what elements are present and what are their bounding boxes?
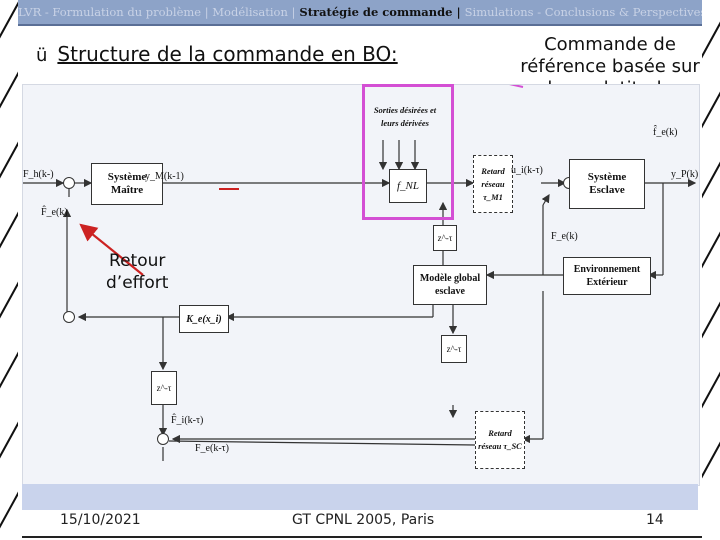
sum-junction-1	[63, 177, 75, 189]
sum-junction-3	[63, 311, 75, 323]
block-master-system: Système Maître	[91, 163, 163, 205]
block-delay-z2: z^-τ	[441, 335, 467, 363]
block-global-slave-model: Modèle global esclave	[413, 265, 487, 305]
nav-item-current[interactable]: Stratégie de commande |	[295, 5, 465, 19]
right-decorative-stripes	[702, 0, 720, 540]
check-bullet-icon: ü	[36, 45, 48, 66]
highlight-box	[362, 84, 454, 220]
left-decorative-stripes	[0, 0, 18, 540]
signal-ym: y_M(k-1)	[145, 171, 184, 182]
signal-fh: F_h(k-)	[23, 169, 54, 180]
signal-fe-top: f̂_e(k)	[653, 127, 678, 138]
bottom-band	[22, 484, 698, 510]
signal-uk: u_i(k-τ)	[511, 165, 543, 176]
block-network-delay-1: Retard réseau τ_M1	[473, 155, 513, 213]
block-network-delay-2: Retard réseau τ_SC	[475, 411, 525, 469]
block-fnl: f_NL	[389, 169, 427, 203]
footer-rule	[22, 536, 702, 538]
block-delay-z1: z^-τ	[433, 225, 457, 251]
block-delay-z3: z^-τ	[151, 371, 177, 405]
heading-text: Structure de la commande en BO:	[57, 42, 398, 66]
signal-fek: F_e(k)	[551, 231, 578, 242]
sum-junction-4	[157, 433, 169, 445]
signal-fehat: F̂_e(k)	[41, 207, 68, 218]
callout-line-1: Commande de	[544, 34, 676, 55]
signal-fhat-bottom: F̂_i(k-τ)	[171, 415, 204, 426]
signal-yp: y_P(k)	[671, 169, 699, 180]
nav-item-rest[interactable]: Simulations - Conclusions & Perspectives	[464, 5, 702, 19]
block-desired-outputs: Sorties désirées et leurs dérivées	[373, 105, 437, 128]
annotation-line-1: Retour	[109, 251, 166, 271]
block-slave-system: Système Esclave	[569, 159, 645, 209]
footer-page-number: 14	[646, 512, 664, 528]
section-nav-bar: LVR - Formulation du problème | Modélisa…	[18, 0, 702, 26]
footer-conference: GT CPNL 2005, Paris	[292, 512, 435, 528]
signal-fe-bottom: F_e(k-τ)	[195, 443, 230, 454]
slide-heading: ü Structure de la commande en BO:	[36, 42, 398, 66]
block-diagram: Système Maître Sorties désirées et leurs…	[22, 84, 700, 486]
block-ke: K_e(x_i)	[179, 305, 229, 333]
annotation-line-2: d’effort	[106, 273, 169, 293]
nav-item-intro[interactable]: LVR - Formulation du problème | Modélisa…	[18, 5, 296, 19]
callout-line-2: référence basée sur	[520, 56, 700, 77]
annotation-force-feedback: Retour d’effort	[106, 250, 168, 294]
block-environment: Environnement Extérieur	[563, 257, 651, 295]
footer-date: 15/10/2021	[60, 512, 141, 528]
diagram-wires	[23, 85, 697, 461]
